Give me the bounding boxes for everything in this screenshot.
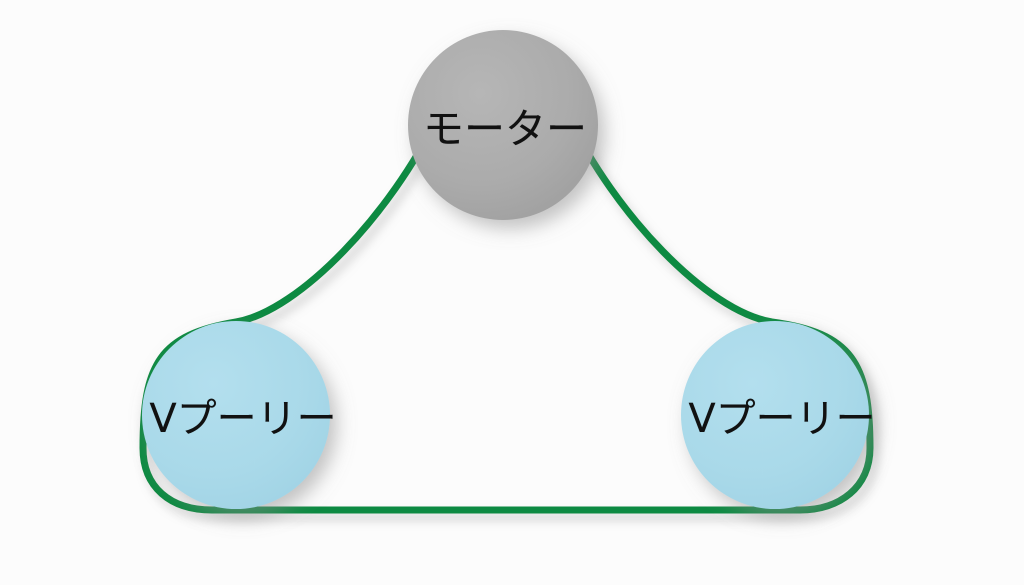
pulley-wheel-right xyxy=(681,321,869,509)
motor-wheel xyxy=(408,30,598,220)
pulley-wheel-left xyxy=(142,321,330,509)
belt-loop xyxy=(139,74,874,514)
